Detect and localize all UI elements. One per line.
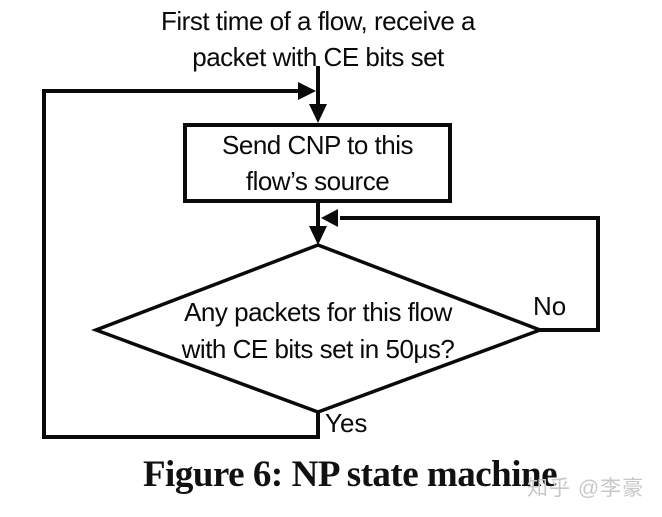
yes-loop-arrowhead-icon bbox=[298, 82, 316, 100]
figure-caption-prefix: Figure 6: bbox=[142, 454, 283, 495]
figure-caption: Figure 6: NP state machine bbox=[0, 452, 662, 498]
process-box-label: Send CNP to this flow’s source bbox=[222, 130, 413, 196]
yes-loop-edge bbox=[42, 89, 320, 439]
watermark: 知乎 @李豪 bbox=[527, 477, 645, 500]
decision-label: Any packets for this flow with CE bits s… bbox=[181, 297, 455, 364]
figure-caption-title: NP state machine bbox=[291, 454, 558, 495]
yes-edge-label: Yes bbox=[325, 408, 368, 438]
no-edge-label: No bbox=[533, 291, 567, 321]
process-box-shape bbox=[183, 123, 452, 203]
process-to-decision-arrowhead-icon bbox=[309, 226, 327, 245]
start-arrowhead-icon bbox=[309, 104, 327, 123]
no-loop-edge bbox=[340, 216, 600, 332]
no-loop-arrowhead-icon bbox=[321, 209, 338, 227]
decision-diamond-shape bbox=[91, 243, 545, 414]
start-label: First time of a flow, receive a packet w… bbox=[161, 6, 475, 72]
